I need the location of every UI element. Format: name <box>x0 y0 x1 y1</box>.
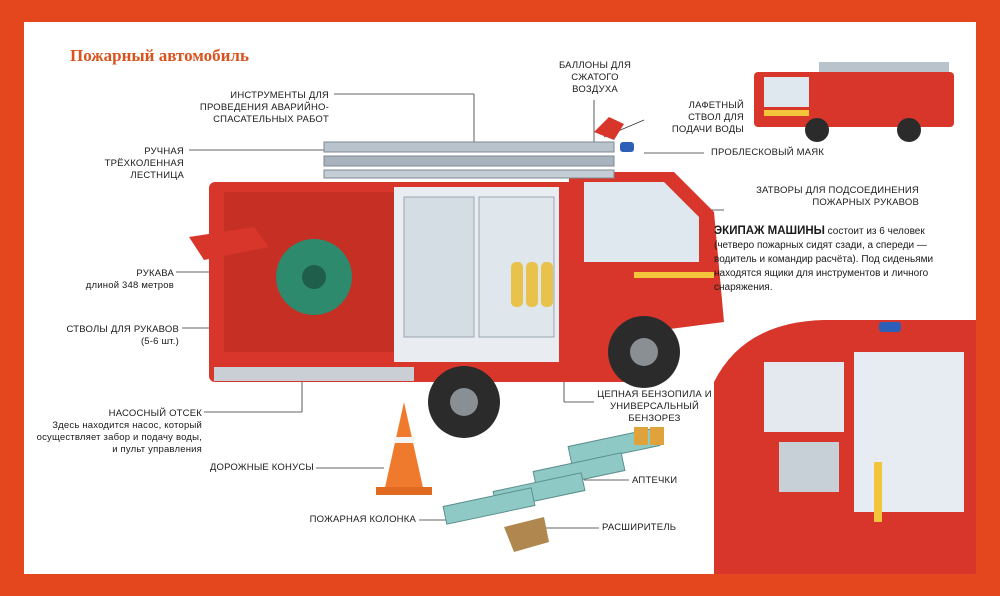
small-truck-illustration <box>754 62 954 142</box>
label-pump-title: НАСОСНЫЙ ОТСЕК <box>108 408 202 419</box>
label-hoses: РУКАВА длиной 348 метров <box>54 268 174 292</box>
label-hoses-sub: длиной 348 метров <box>85 280 174 291</box>
equipment-trays <box>442 427 664 552</box>
label-hose-valves: ЗАТВОРЫ ДЛЯ ПОДСОЕДИНЕНИЯ ПОЖАРНЫХ РУКАВ… <box>756 185 919 208</box>
label-ladder: РУЧНАЯ ТРЁХКОЛЕННАЯ ЛЕСТНИЦА <box>104 146 184 181</box>
fire-truck-illustration <box>176 62 976 574</box>
illustration-page: Пожарный автомобиль <box>24 22 976 574</box>
traffic-cones <box>376 402 432 495</box>
label-spreader: РАСШИРИТЕЛЬ <box>602 522 677 533</box>
label-chainsaw: ЦЕПНАЯ БЕНЗОПИЛА И УНИВЕРСАЛЬНЫЙ БЕНЗОРЕ… <box>597 389 712 424</box>
label-first-aid: АПТЕЧКИ <box>632 475 678 486</box>
truck-body <box>189 117 724 438</box>
label-pump-compartment: НАСОСНЫЙ ОТСЕК Здесь находится насос, ко… <box>34 408 202 456</box>
label-traffic-cones: ДОРОЖНЫЕ КОНУСЫ <box>209 462 314 473</box>
label-rescue-tools: ИНСТРУМЕНТЫ ДЛЯ ПРОВЕДЕНИЯ АВАРИЙНО-СПАС… <box>199 90 329 125</box>
label-air-cylinders: БАЛЛОНЫ ДЛЯ СЖАТОГО ВОЗДУХА <box>558 60 632 95</box>
label-pump-sub: Здесь находится насос, который осуществл… <box>36 420 202 455</box>
crew-description: ЭКИПАЖ МАШИНЫ состоит из 6 человек (четв… <box>714 224 959 295</box>
page-title: Пожарный автомобиль <box>70 46 249 65</box>
crew-text: состоит из 6 человек (четверо пожарных с… <box>714 226 934 293</box>
label-beacon: ПРОБЛЕСКОВЫЙ МАЯК <box>711 147 825 158</box>
cab-interior-illustration <box>714 320 976 574</box>
label-nozzles-title: СТВОЛЫ ДЛЯ РУКАВОВ <box>66 324 179 335</box>
label-water-monitor: ЛАФЕТНЫЙ СТВОЛ ДЛЯ ПОДАЧИ ВОДЫ <box>671 100 744 135</box>
label-fire-hydrant-column: ПОЖАРНАЯ КОЛОНКА <box>309 514 416 525</box>
label-nozzles-sub: (5-6 шт.) <box>140 336 179 347</box>
crew-heading: ЭКИПАЖ МАШИНЫ <box>714 225 825 237</box>
label-hoses-title: РУКАВА <box>136 268 174 279</box>
label-nozzles: СТВОЛЫ ДЛЯ РУКАВОВ (5-6 шт.) <box>54 324 179 348</box>
